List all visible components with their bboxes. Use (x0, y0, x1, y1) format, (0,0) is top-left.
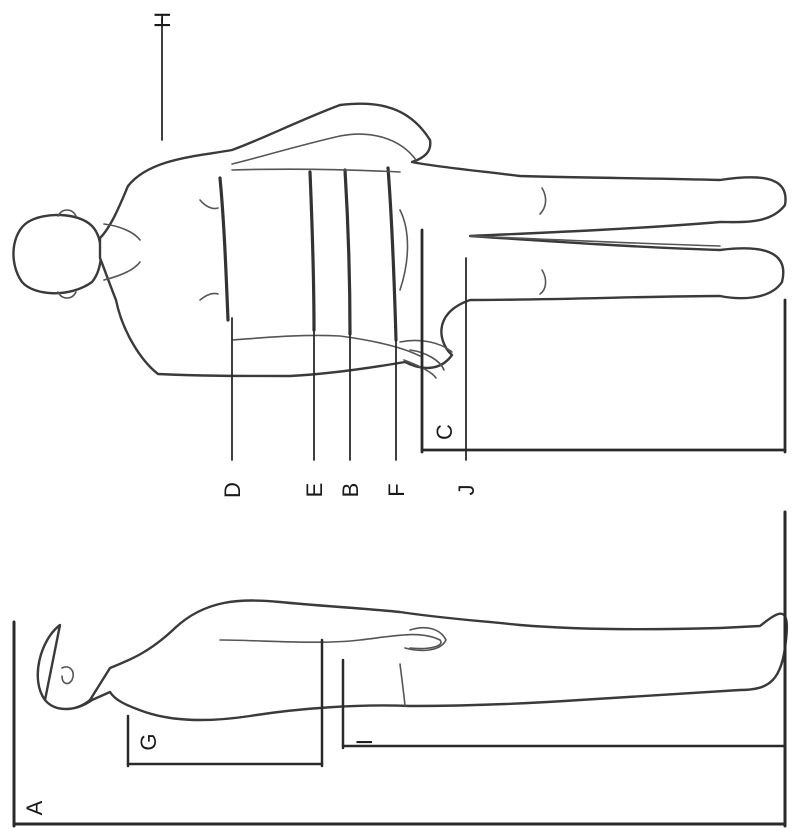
label-G: G (136, 733, 161, 750)
label-H: H (150, 12, 175, 28)
label-C: C (432, 424, 457, 440)
label-F: F (384, 483, 409, 496)
side-view-figure (38, 600, 787, 720)
side-view-ear (62, 667, 73, 684)
label-E: E (302, 483, 327, 498)
label-J: J (454, 485, 479, 496)
front-view-body-outline (100, 104, 786, 376)
front-view-figure (13, 104, 785, 378)
label-I: I (352, 739, 377, 745)
label-D: D (220, 482, 245, 498)
label-B: B (338, 483, 363, 498)
side-view-body-outline (38, 600, 787, 720)
front-view-head (13, 215, 101, 293)
label-A: A (22, 800, 47, 815)
